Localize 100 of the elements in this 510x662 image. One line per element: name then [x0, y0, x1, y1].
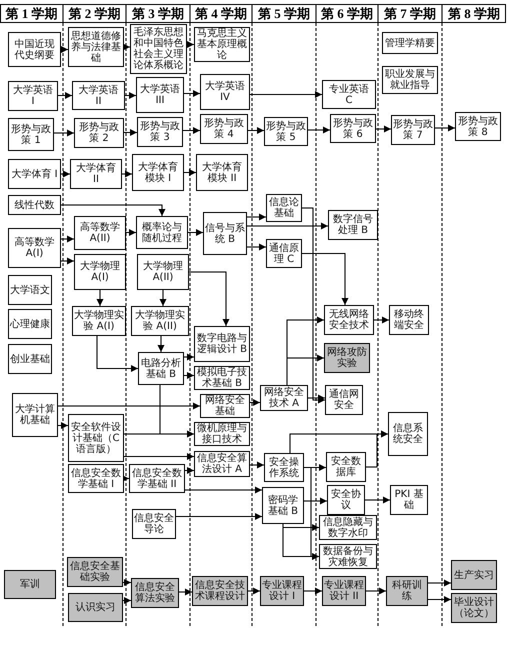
- arrow: [248, 588, 260, 594]
- arrow: [124, 129, 138, 136]
- arrow: [54, 130, 74, 136]
- arrow: [58, 402, 200, 410]
- course-name: 网络安全基础: [204, 395, 246, 417]
- arrow: [246, 222, 328, 230]
- arrow: [182, 127, 200, 134]
- course-box: [68, 414, 124, 462]
- practice-box: [4, 570, 56, 599]
- course-name: 通信网安全: [328, 389, 360, 411]
- arrow: [60, 258, 74, 264]
- course-box: [70, 159, 122, 189]
- course-name: 专业课程设计 I: [262, 580, 302, 602]
- arrow: [176, 513, 262, 520]
- course-box: [8, 118, 54, 151]
- course-name: 大学体育模块 II: [201, 162, 243, 184]
- course-name: 信息系统安全: [392, 423, 424, 445]
- course-name: 信息安全算法设计 A: [196, 453, 248, 475]
- course-name: 大学计算机基础: [14, 404, 56, 426]
- arrow: [184, 354, 194, 360]
- course-name: 形势与政策 6: [332, 118, 374, 140]
- course-name: 数字电路与逻辑设计 B: [196, 333, 248, 355]
- arrow: [123, 44, 130, 50]
- course-box: [8, 159, 61, 189]
- course-name: 信息安全基础实验: [69, 561, 121, 583]
- course-name: 形势与政策 4: [203, 118, 245, 140]
- arrow: [188, 272, 230, 326]
- arrow: [364, 496, 390, 504]
- arrow: [188, 229, 204, 236]
- arrow: [122, 475, 130, 482]
- arrow: [282, 524, 320, 531]
- arrow: [124, 453, 194, 460]
- practice-box: [68, 593, 123, 622]
- course-name: 创业基础: [10, 354, 50, 364]
- course-name: 大学英语 IV: [204, 81, 246, 103]
- course-name: 无线网络安全技术: [328, 309, 370, 331]
- course-name: 安全软件设计基础（C语言版）: [70, 422, 122, 454]
- arrow: [96, 336, 138, 372]
- arrow: [282, 524, 320, 560]
- arrow: [184, 372, 194, 379]
- arrow: [60, 236, 74, 242]
- course-name: 安全操作系统: [268, 456, 300, 478]
- arrow: [304, 588, 322, 594]
- course-name: 电路分析基础 B: [140, 358, 182, 380]
- column-header: 第 4 学期: [194, 5, 248, 23]
- course-name: 马克思主义基本原理概论: [196, 28, 248, 61]
- arrow: [250, 91, 322, 98]
- arrow: [246, 214, 266, 220]
- course-box: [12, 393, 58, 437]
- arrow: [250, 462, 264, 468]
- course-name: 大学物理实验 A(II): [134, 310, 186, 332]
- course-box: [72, 81, 125, 110]
- course-name: 信息安全算法实验: [134, 582, 176, 604]
- practice-box: [451, 560, 497, 590]
- course-box: [388, 412, 428, 456]
- course-name: 网络攻防实验: [326, 347, 368, 369]
- arrow: [184, 467, 194, 474]
- course-name: 大学英语 III: [139, 84, 181, 106]
- course-box: [8, 32, 61, 67]
- course-box: [74, 216, 126, 250]
- course-box: [8, 228, 61, 268]
- arrow: [60, 170, 70, 178]
- course-box: [203, 212, 247, 255]
- arrow: [124, 92, 136, 99]
- arrow: [308, 126, 330, 134]
- course-box: [137, 254, 189, 290]
- arrow: [184, 486, 262, 494]
- course-name: 生产实习: [454, 570, 494, 580]
- course-name: 大学语文: [10, 284, 50, 296]
- course-box: [8, 195, 61, 215]
- arrow: [302, 253, 348, 306]
- course-name: 大学物理实验 A(I): [74, 310, 124, 332]
- course-name: 安全数据库: [330, 456, 362, 478]
- course-name: 信息安全数学基础 II: [131, 468, 183, 490]
- course-box: [264, 453, 304, 482]
- course-name: 大学体育 II: [75, 163, 117, 185]
- course-box: [8, 344, 52, 374]
- course-name: 高等数学 A(II): [79, 222, 121, 244]
- arrow: [124, 430, 194, 438]
- course-box: [382, 32, 438, 54]
- arrow: [366, 430, 388, 468]
- course-name: 职业发展与就业指导: [384, 69, 436, 91]
- arrow: [60, 204, 166, 216]
- course-name: 形势与政策 8: [457, 116, 499, 138]
- course-name: 形势与政策 2: [78, 122, 120, 144]
- course-name: 网络安全技术 A: [263, 387, 305, 409]
- course-name: 大学物理 A(I): [79, 261, 121, 283]
- course-name: 信号与系统 B: [205, 222, 245, 244]
- course-name: 大学物理 A(II): [142, 261, 184, 283]
- course-box: [8, 309, 52, 339]
- course-name: 管理学精要: [385, 38, 435, 48]
- course-name: 大学英语 I: [12, 85, 54, 107]
- arrow: [250, 399, 260, 406]
- column-header: 第 2 学期: [68, 5, 122, 23]
- arrow: [122, 170, 132, 178]
- course-name: 形势与政策 7: [393, 119, 433, 141]
- course-name: 毕业设计（论文）: [453, 597, 495, 619]
- course-name: 军训: [20, 579, 40, 590]
- course-box: [132, 154, 184, 191]
- arrow: [434, 124, 456, 132]
